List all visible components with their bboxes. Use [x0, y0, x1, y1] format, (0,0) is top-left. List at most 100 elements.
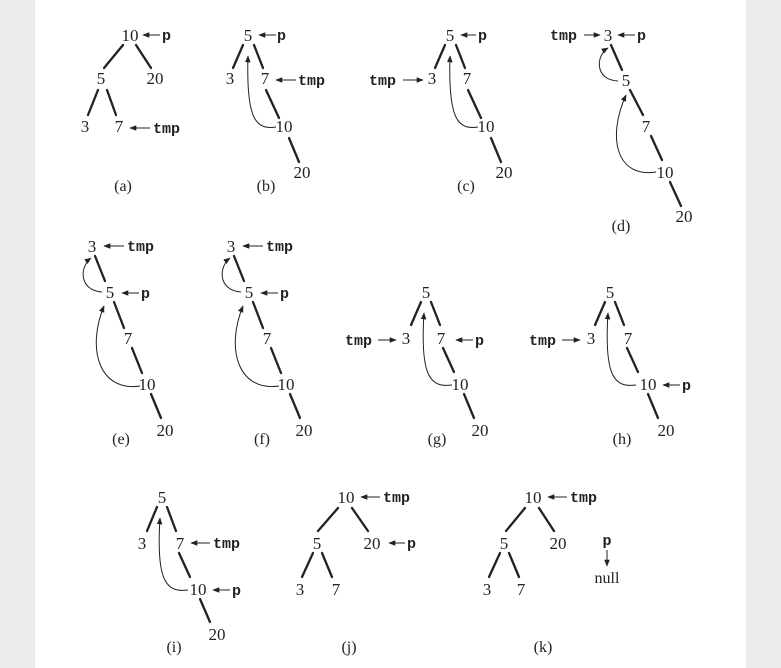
node-5: 5 [106, 283, 115, 302]
diagram-d: 3 5 7 10 20 tmp p (d) [550, 26, 693, 235]
caption-e: (e) [112, 431, 130, 448]
node-7: 7 [176, 534, 185, 553]
node-5: 5 [245, 283, 254, 302]
node-3: 3 [587, 329, 596, 348]
caption-f: (f) [254, 431, 270, 448]
diagram-a: 10 5 20 3 7 p tmp (a) [81, 26, 180, 195]
node-10: 10 [278, 375, 295, 394]
node-10: 10 [139, 375, 156, 394]
pointer-p: p [407, 536, 416, 553]
diagram-h: 5 3 7 10 20 tmp p (h) [529, 283, 691, 448]
node-10: 10 [452, 375, 469, 394]
diagram-e: 3 5 7 10 20 tmp p (e) [82, 237, 174, 448]
node-3: 3 [483, 580, 492, 599]
node-20: 20 [676, 207, 693, 226]
node-7: 7 [332, 580, 341, 599]
node-10: 10 [657, 163, 674, 182]
node-7: 7 [261, 69, 270, 88]
node-10: 10 [190, 580, 207, 599]
node-3: 3 [604, 26, 613, 45]
null-label: null [595, 570, 620, 587]
node-20: 20 [296, 421, 313, 440]
node-20: 20 [550, 534, 567, 553]
node-10: 10 [640, 375, 657, 394]
caption-d: (d) [612, 218, 631, 235]
node-5: 5 [97, 69, 106, 88]
node-20: 20 [147, 69, 164, 88]
node-5: 5 [500, 534, 509, 553]
node-3: 3 [428, 69, 437, 88]
thread-arrow [420, 312, 453, 386]
node-3: 3 [88, 237, 97, 256]
pointer-tmp: tmp [213, 536, 240, 553]
thread-arrow [447, 55, 479, 128]
node-5: 5 [422, 283, 431, 302]
node-3: 3 [226, 69, 235, 88]
node-5: 5 [446, 26, 455, 45]
node-20: 20 [157, 421, 174, 440]
pointer-tmp: tmp [570, 490, 597, 507]
node-7: 7 [115, 117, 124, 136]
thread-arrow [604, 312, 637, 386]
node-20: 20 [472, 421, 489, 440]
node-10: 10 [122, 26, 139, 45]
pointer-p: p [602, 533, 611, 550]
pointer-tmp: tmp [266, 239, 293, 256]
pointer-tmp: tmp [127, 239, 154, 256]
caption-a: (a) [114, 178, 132, 195]
self-thread-arrow [599, 47, 619, 82]
thread-arrow [615, 94, 657, 174]
node-20: 20 [209, 625, 226, 644]
node-7: 7 [624, 329, 633, 348]
thread-arrow [234, 305, 280, 388]
node-5: 5 [313, 534, 322, 553]
node-7: 7 [642, 117, 651, 136]
self-thread-arrow [221, 257, 242, 293]
node-7: 7 [437, 329, 446, 348]
node-5: 5 [622, 71, 631, 90]
node-3: 3 [296, 580, 305, 599]
pointer-p: p [162, 28, 171, 45]
node-10: 10 [276, 117, 293, 136]
node-5: 5 [606, 283, 615, 302]
diagram-k: 10 5 20 3 7 tmp p null (k) [483, 488, 620, 656]
pointer-tmp: tmp [345, 333, 372, 350]
node-7: 7 [463, 69, 472, 88]
pointer-p: p [682, 378, 691, 395]
caption-h: (h) [613, 431, 632, 448]
caption-g: (g) [428, 431, 447, 448]
node-20: 20 [364, 534, 381, 553]
node-7: 7 [124, 329, 133, 348]
node-7: 7 [517, 580, 526, 599]
pointer-p: p [277, 28, 286, 45]
pointer-p: p [141, 286, 150, 303]
diagram-b: 5 3 7 10 20 p tmp (b) [226, 26, 325, 195]
thread-arrow [156, 517, 189, 591]
caption-b: (b) [257, 178, 276, 195]
node-20: 20 [496, 163, 513, 182]
self-thread-arrow [82, 257, 103, 293]
diagram-c: 5 3 7 10 20 p tmp (c) [369, 26, 513, 195]
diagram-g: 5 3 7 10 20 tmp p (g) [345, 283, 489, 448]
node-3: 3 [402, 329, 411, 348]
pointer-p: p [475, 333, 484, 350]
node-10: 10 [478, 117, 495, 136]
diagram-f: 3 5 7 10 20 tmp p (f) [221, 237, 313, 448]
node-7: 7 [263, 329, 272, 348]
node-20: 20 [658, 421, 675, 440]
pointer-tmp: tmp [383, 490, 410, 507]
node-20: 20 [294, 163, 311, 182]
pointer-tmp: tmp [153, 121, 180, 138]
pointer-tmp: tmp [298, 73, 325, 90]
caption-j: (j) [341, 639, 356, 656]
pointer-p: p [232, 583, 241, 600]
caption-k: (k) [534, 639, 553, 656]
diagram-j: 10 5 20 3 7 tmp p (j) [296, 488, 416, 656]
node-5: 5 [244, 26, 253, 45]
caption-c: (c) [457, 178, 475, 195]
node-5: 5 [158, 488, 167, 507]
caption-i: (i) [166, 639, 181, 656]
pointer-tmp: tmp [369, 73, 396, 90]
node-3: 3 [138, 534, 147, 553]
